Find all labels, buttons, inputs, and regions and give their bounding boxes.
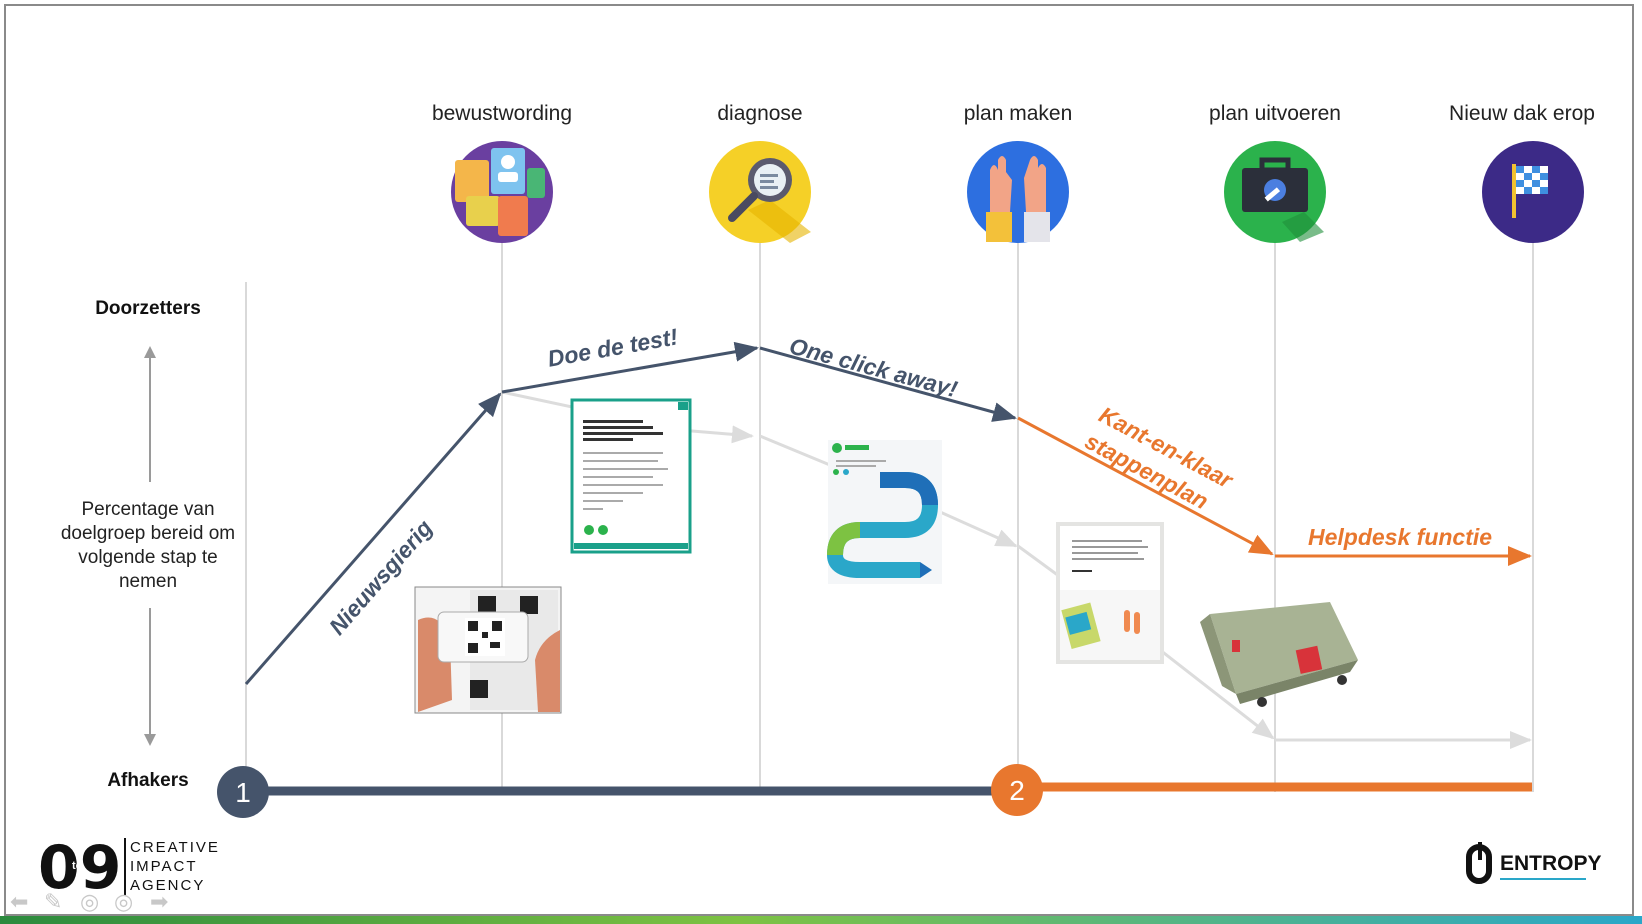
- pen-icon[interactable]: ✎: [44, 890, 63, 915]
- logo-divider: [124, 838, 126, 896]
- path-one-click-away: [759, 346, 1017, 422]
- logo-09-mark: 09: [38, 833, 122, 903]
- next-arrow-icon[interactable]: ➡: [150, 890, 169, 915]
- letter-photo: [1056, 522, 1164, 664]
- stage-label-diagnose: diagnose: [717, 102, 803, 125]
- path-stappenplan: [1017, 416, 1274, 556]
- entropy-power-icon: [1466, 842, 1492, 884]
- logo-line-2: IMPACT: [130, 858, 198, 875]
- logo-line-1: CREATIVE: [130, 839, 220, 856]
- stappenplan-infographic: [826, 440, 942, 584]
- axis-description: Percentage van doelgroep bereid om volge…: [60, 499, 236, 592]
- qr-phone-photo: [414, 586, 562, 714]
- milestone-1: 1: [217, 766, 269, 818]
- stage-label-plan-uitvoeren: plan uitvoeren: [1209, 102, 1341, 125]
- logo-line-3: AGENCY: [130, 877, 206, 894]
- path-nieuwsgierig: [244, 392, 502, 685]
- stage-label-plan-maken: plan maken: [963, 102, 1073, 125]
- entropy-logo-text: ENTROPY: [1500, 852, 1602, 875]
- entropy-underline: [1500, 878, 1586, 880]
- test-popup-screenshot: [570, 398, 692, 554]
- toolbox-icon: [1224, 141, 1326, 243]
- axis-label-afhakers: Afhakers: [107, 770, 189, 791]
- logo-agency-text: CREATIVE IMPACT AGENCY: [130, 838, 220, 895]
- finish-flag-icon: [1482, 141, 1584, 243]
- more-options-icon[interactable]: ◎: [114, 890, 134, 915]
- stage-label-bewustwording: bewustwording: [431, 102, 573, 125]
- label-helpdesk-functie: Helpdesk functie: [1308, 524, 1493, 550]
- previous-arrow-icon[interactable]: ⬅: [10, 890, 29, 915]
- cards-icon: [451, 141, 553, 243]
- path-doe-de-test: [501, 341, 759, 394]
- milestone-2-number: 2: [1009, 775, 1025, 806]
- container-photo: [1200, 602, 1358, 707]
- slides-icon[interactable]: ◎: [80, 890, 100, 915]
- raised-hands-icon: [967, 141, 1069, 243]
- logo-to-mark: to: [72, 860, 83, 872]
- stage-label-nieuw-dak-erop: Nieuw dak erop: [1449, 102, 1595, 125]
- milestone-2: 2: [991, 764, 1043, 816]
- axis-label-doorzetters: Doorzetters: [95, 298, 201, 319]
- milestone-1-number: 1: [235, 777, 251, 808]
- bottom-accent-bar: [0, 916, 1642, 924]
- magnifier-icon: [709, 141, 811, 243]
